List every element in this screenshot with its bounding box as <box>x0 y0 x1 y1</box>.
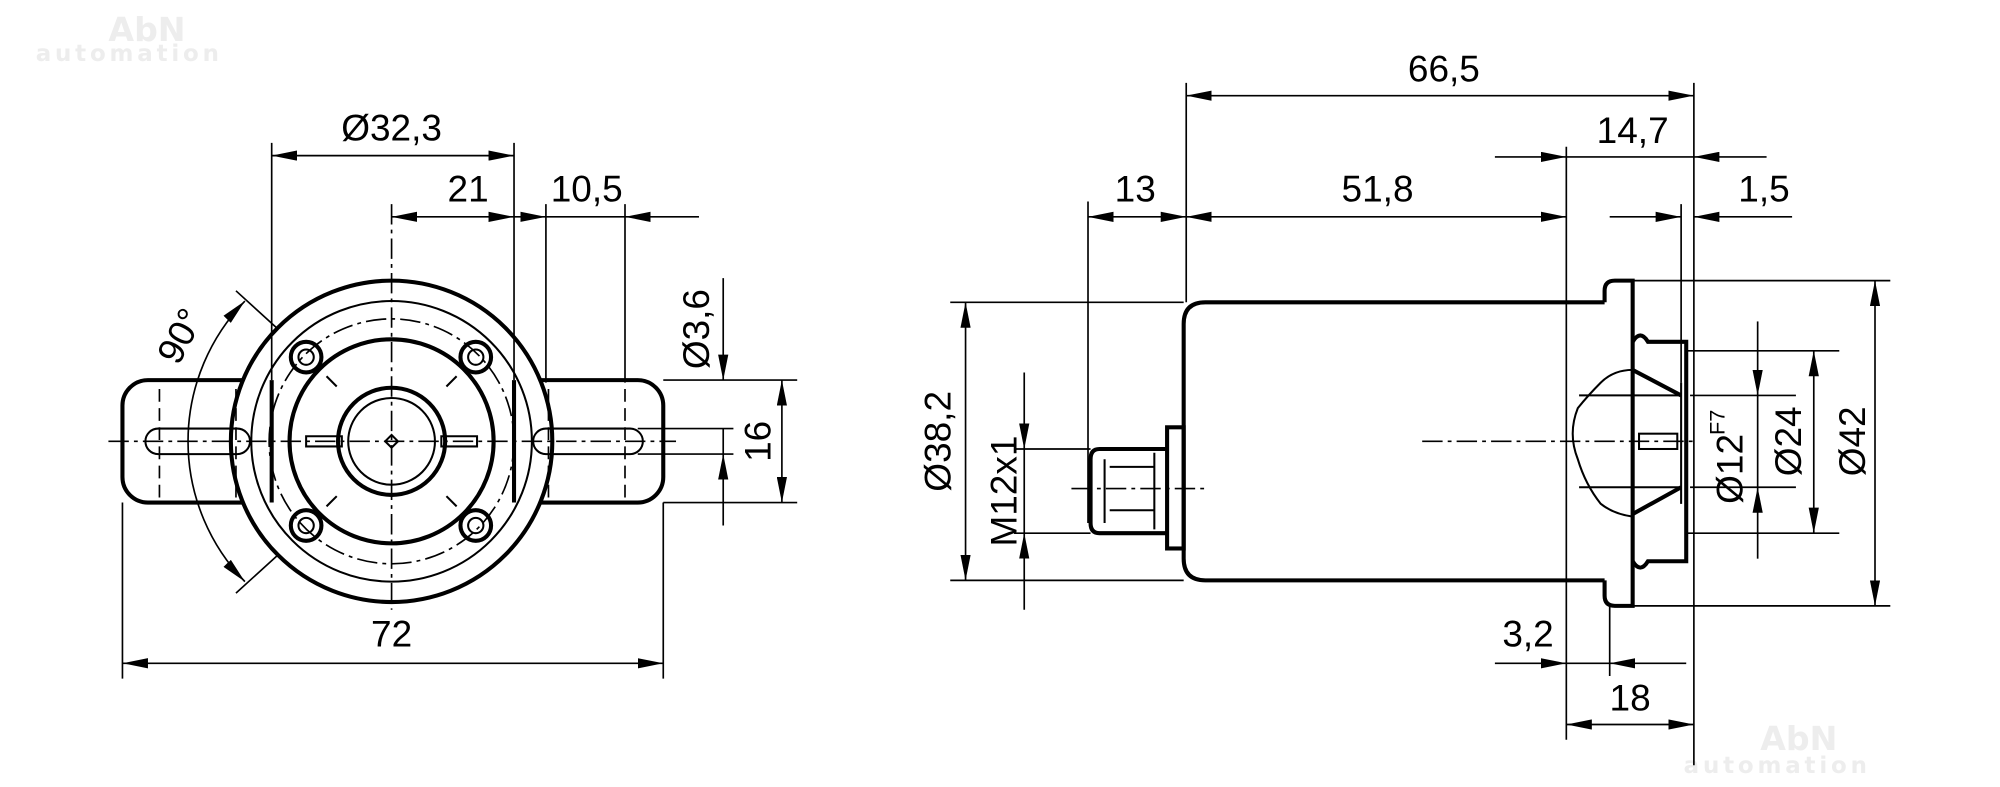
dim-hole-diameter: Ø3,6 <box>676 289 717 369</box>
angle-arc <box>187 300 246 583</box>
dim-hub-diameter: Ø24 <box>1768 406 1809 476</box>
dim-bore-diameter: Ø12 F7 <box>1704 410 1750 504</box>
watermark-bottom-right: AbN automation <box>1684 719 1871 779</box>
dim-front-offset: 1,5 <box>1738 169 1789 210</box>
dim-flange-thickness: 3,2 <box>1502 614 1553 655</box>
dim-flange-height: 16 <box>737 421 778 462</box>
watermark-top-left: AbN automation <box>36 10 223 67</box>
m12-connector <box>1088 446 1168 536</box>
dim-slot-length: 10,5 <box>551 169 623 210</box>
bore-tolerance: F7 <box>1704 410 1729 435</box>
side-view: 66,5 14,7 13 51,8 1,5 Ø38,2 M12x1 Ø42 <box>917 49 1891 766</box>
dim-overall-length: 66,5 <box>1408 49 1480 90</box>
dim-flange-outer-diameter: Ø42 <box>1832 406 1873 476</box>
dim-hub-depth: 18 <box>1610 677 1651 718</box>
watermark-sub: automation <box>1684 753 1871 779</box>
screw <box>458 339 494 375</box>
hollow-shaft-hub <box>1571 333 1689 570</box>
dim-offset-center: 21 <box>448 169 489 210</box>
watermark-brand: AbN <box>108 10 185 49</box>
watermark-brand: AbN <box>1760 719 1837 758</box>
watermark-sub: automation <box>36 41 223 67</box>
front-view: Ø32,3 21 10,5 Ø3,6 16 72 90° <box>108 107 798 679</box>
screw <box>458 508 494 543</box>
screw <box>288 339 324 375</box>
dim-flange-diameter: Ø32,3 <box>341 107 442 148</box>
bore-diameter-value: Ø12 <box>1709 434 1750 504</box>
dim-rotation-angle: 90° <box>149 302 211 371</box>
screw <box>288 508 324 543</box>
dim-body-diameter: Ø38,2 <box>917 391 958 492</box>
dim-body-length: 51,8 <box>1342 169 1414 210</box>
dim-overall-width: 72 <box>371 614 412 655</box>
dim-connector-length: 13 <box>1115 169 1156 210</box>
dim-connector-thread: M12x1 <box>984 436 1025 547</box>
centerline <box>108 204 677 610</box>
mounting-flange-side <box>1602 278 1635 608</box>
dim-front-length: 14,7 <box>1597 110 1669 151</box>
